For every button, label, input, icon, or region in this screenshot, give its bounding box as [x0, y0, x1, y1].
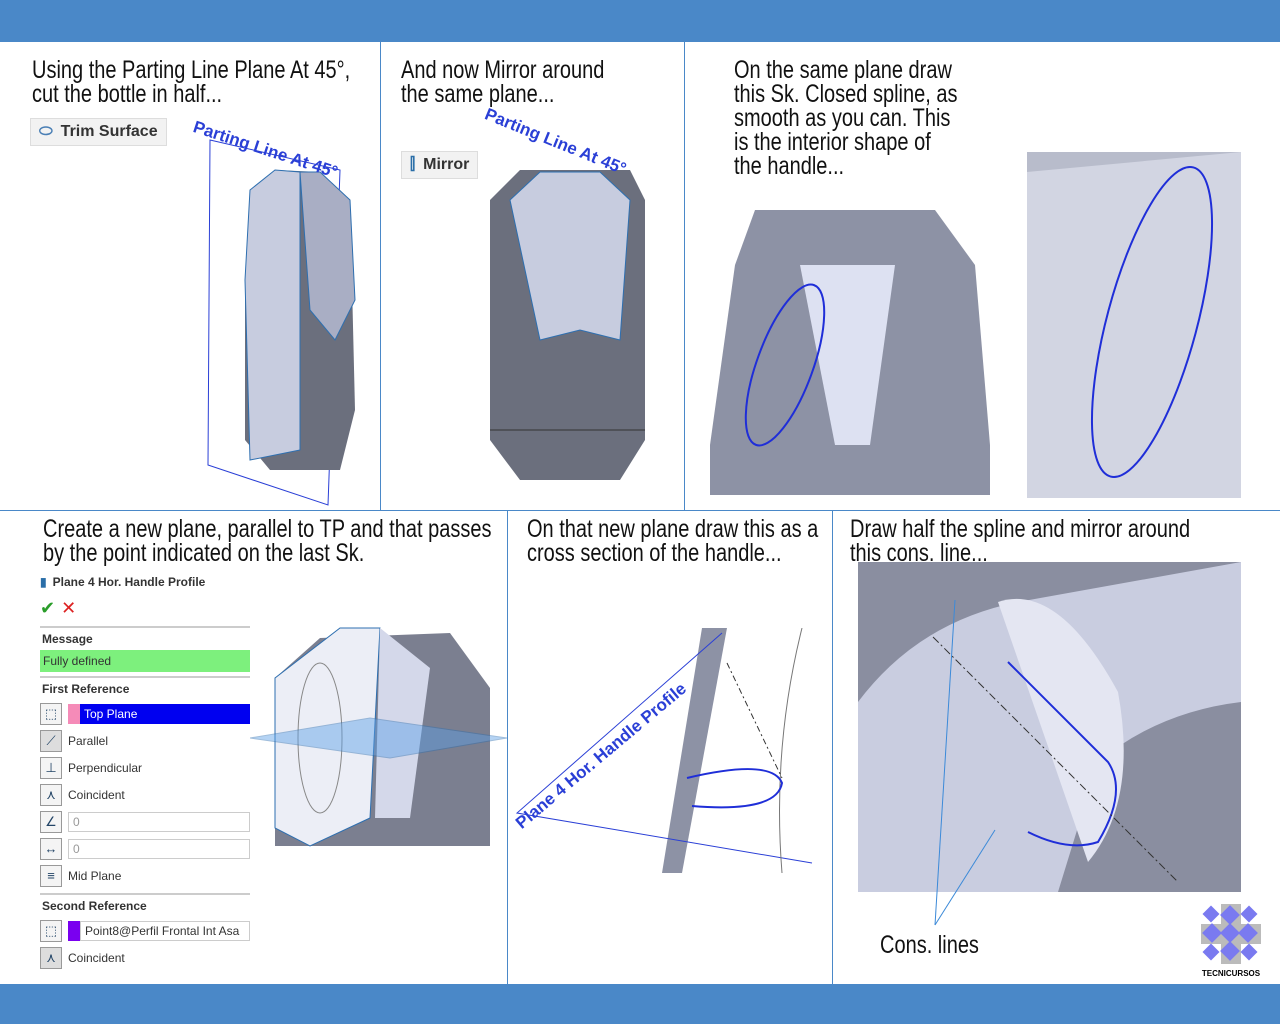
handle-sketch-closeup	[1027, 152, 1241, 498]
coincident-icon: ⋏	[40, 946, 62, 969]
logo-icon	[1201, 904, 1261, 964]
angle-input[interactable]: 0	[68, 811, 250, 832]
callout-lines	[934, 600, 996, 926]
divider	[684, 42, 685, 510]
step-caption: Create a new plane, parallel to TP and t…	[43, 515, 492, 567]
first-reference-field[interactable]: Top Plane	[68, 703, 250, 724]
section-header: First Reference	[40, 676, 250, 700]
mid-plane-option[interactable]: ≡Mid Plane	[40, 862, 250, 889]
coincident-option[interactable]: ⋏Coincident	[40, 781, 250, 808]
ok-button[interactable]: ✔	[40, 598, 56, 618]
mirror-spline-view	[858, 562, 1241, 892]
coincident-icon: ⋏	[40, 783, 62, 806]
trim-surface-button[interactable]: ⬭Trim Surface	[30, 118, 167, 146]
new-plane-view	[250, 627, 507, 847]
plane-property-manager: ▮Plane 4 Hor. Handle Profile ✔✕ Message …	[40, 568, 250, 971]
plane-icon: ▮	[40, 574, 47, 589]
logo-text: TECNICURSOS	[1201, 969, 1261, 978]
parallel-icon: ⟋	[40, 729, 62, 752]
step-caption: Using the Parting Line Plane At 45°,cut …	[32, 56, 351, 108]
cancel-button[interactable]: ✕	[61, 598, 77, 618]
angle-icon: ∠	[40, 810, 62, 833]
trim-surface-icon: ⬭	[39, 123, 53, 140]
handle-sketch-view	[710, 210, 990, 495]
divider	[0, 510, 1280, 511]
top-banner	[0, 0, 1280, 42]
cross-section-sketch-view	[515, 628, 813, 874]
bottle-half-view	[207, 139, 356, 506]
reference-icon: ⬚	[40, 702, 62, 725]
cons-lines-callout: Cons. lines	[880, 931, 979, 959]
bottom-banner	[0, 984, 1280, 1024]
tecnicursos-logo: TECNICURSOS	[1198, 904, 1264, 978]
distance-icon: ↔	[40, 837, 62, 860]
distance-input[interactable]: 0	[68, 838, 250, 859]
bottle-mirrored-view	[490, 170, 645, 480]
mid-plane-icon: ≡	[40, 864, 62, 887]
coincident-option-second[interactable]: ⋏Coincident	[40, 944, 250, 971]
section-header: Message	[40, 626, 250, 650]
second-reference-field[interactable]: Point8@Perfil Frontal Int Asa	[68, 920, 250, 941]
divider	[507, 510, 508, 984]
divider	[380, 42, 381, 510]
status-message: Fully defined	[40, 650, 250, 672]
perpendicular-option[interactable]: ⊥Perpendicular	[40, 754, 250, 781]
perpendicular-icon: ⊥	[40, 756, 62, 779]
mirror-icon: ⫿	[410, 156, 416, 173]
parallel-option[interactable]: ⟋Parallel	[40, 727, 250, 754]
divider	[832, 510, 833, 984]
reference-icon: ⬚	[40, 919, 62, 942]
section-header: Second Reference	[40, 893, 250, 917]
mirror-button[interactable]: ⫿Mirror	[401, 151, 479, 179]
